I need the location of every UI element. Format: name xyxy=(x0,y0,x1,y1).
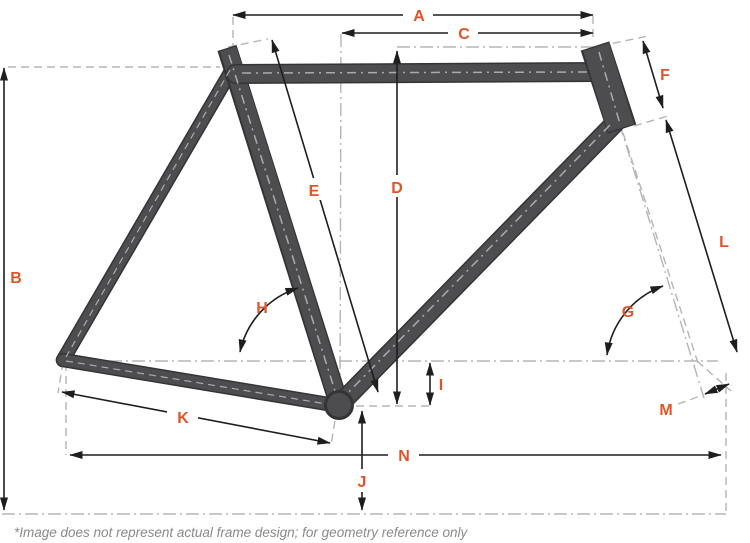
seat-stay xyxy=(57,60,240,366)
dim-label-b: B xyxy=(10,270,22,287)
gap-C xyxy=(448,23,478,42)
gap-D xyxy=(384,175,410,197)
dim-label-f: F xyxy=(660,67,670,84)
guide-bb-vertical xyxy=(339,33,342,401)
guide-M-pointer xyxy=(677,394,704,405)
dim-label-h: H xyxy=(256,300,268,317)
dim-G-head-angle-arc xyxy=(604,285,664,356)
dim-label-c: C xyxy=(458,26,470,43)
gap-A xyxy=(403,5,433,24)
down-tube xyxy=(332,114,624,412)
guide-steering-axis xyxy=(598,56,705,399)
dim-M-fork-rake xyxy=(704,383,730,395)
dim-label-e: E xyxy=(309,183,320,200)
gap-E xyxy=(300,178,327,200)
footnote-text: *Image does not represent actual frame d… xyxy=(14,525,468,540)
dimension-labels: A B C D E F G H I J K L M N xyxy=(10,8,729,491)
guide-dropout-slant xyxy=(696,360,732,392)
gap-N xyxy=(388,443,419,466)
down-tube-centerline xyxy=(336,124,611,405)
dim-H-seat-angle-arc xyxy=(238,287,299,353)
dim-F-head-tube-length xyxy=(642,40,664,109)
dim-label-g: G xyxy=(622,304,634,321)
dim-label-j: J xyxy=(358,474,367,491)
gap-J xyxy=(350,469,374,492)
dim-label-n: N xyxy=(398,448,410,465)
top-tube-centerline xyxy=(241,71,593,74)
guide-fork-line xyxy=(622,132,699,364)
dim-label-d: D xyxy=(391,180,403,197)
dim-label-i: I xyxy=(439,377,443,394)
guide-head-bottom-to-F xyxy=(633,115,669,127)
bottom-bracket xyxy=(324,390,354,420)
label-gaps xyxy=(167,5,478,492)
dim-label-a: A xyxy=(413,8,425,25)
dim-E-seat-tube-length xyxy=(271,39,379,393)
gap-K xyxy=(167,404,198,428)
dim-L-fork-length xyxy=(665,119,738,353)
dim-label-m: M xyxy=(659,402,672,419)
dim-label-l: L xyxy=(719,234,729,251)
dim-label-k: K xyxy=(177,410,189,427)
frame xyxy=(55,41,637,420)
guide-head-top-to-F xyxy=(599,35,649,47)
